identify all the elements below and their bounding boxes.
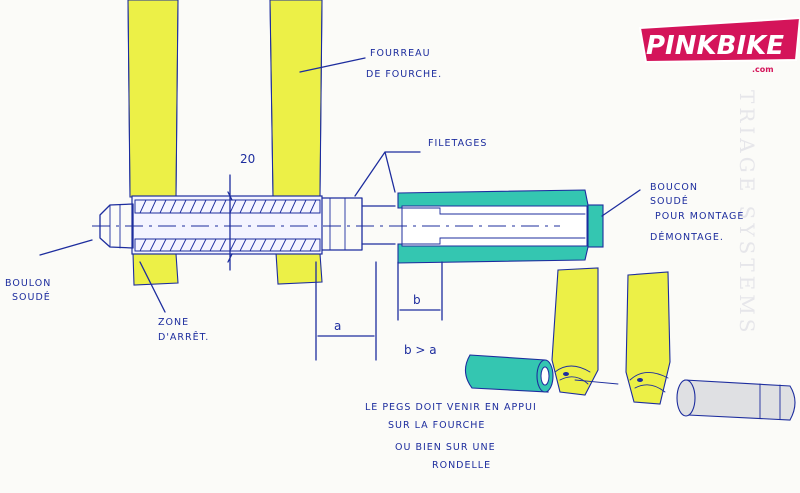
detail-sketch-right [625,271,796,421]
dim-20-line [227,174,233,271]
dim-a-line [315,261,377,361]
welded-cap [587,204,604,248]
fourreau-label-1: FOURREAU [370,48,431,59]
pegs-note-2: SUR LA FOURCHE [388,420,485,431]
boulon-label-1: BOULON [5,278,51,289]
zone-leader [139,261,166,313]
fork-leg-left [127,0,179,198]
pegs-note-3: OU BIEN SUR UNE [395,442,496,453]
dim-b-label: b [413,293,421,307]
bouchon-label-3: POUR MONTAGE [655,211,744,222]
zone-label-2: D'ARRÊT. [158,331,209,343]
filetages-label: FILETAGES [428,138,487,149]
fork-leg-left-lower [132,252,179,286]
fourreau-label-2: DE FOURCHE. [366,69,442,80]
axle-nut [321,197,363,251]
thread-hatching [134,199,321,252]
dim-b-line [397,261,443,321]
pegs-note-1: LE PEGS DOIT VENIR EN APPUI [365,402,537,413]
bouchon-leader [601,189,641,217]
fork-leg-right [269,0,323,198]
detail-sketch-left [464,267,619,396]
axle-extension [361,205,396,245]
boulon-label-2: SOUDÉ [12,291,51,303]
zone-label-1: ZONE [158,317,189,328]
filetages-leader [354,151,421,197]
pegs-note-4: RONDELLE [432,460,491,471]
boulon-leader [39,239,93,256]
bouchon-label-4: DÉMONTAGE. [650,231,724,243]
axle-nut-detail [329,197,346,251]
relation-label: b > a [404,343,437,357]
fork-leg-right-lower [275,252,323,285]
bouchon-label-2: SOUDÉ [650,195,689,207]
bleed-through-text: TRIAGE SYSTEMS [735,90,759,336]
pinkbike-logo-text: PINKBIKE [646,31,784,61]
pinkbike-logo: PINKBIKE .com [638,16,800,74]
fork-leg-outlines [127,0,323,198]
pinkbike-logo-sub: .com [752,65,774,74]
dim-20-label: 20 [240,152,255,166]
dim-a-label: a [334,319,341,333]
bouchon-label-1: BOUCON [650,182,698,193]
fourreau-leader [299,57,366,73]
peg-internal-thread [399,207,586,245]
